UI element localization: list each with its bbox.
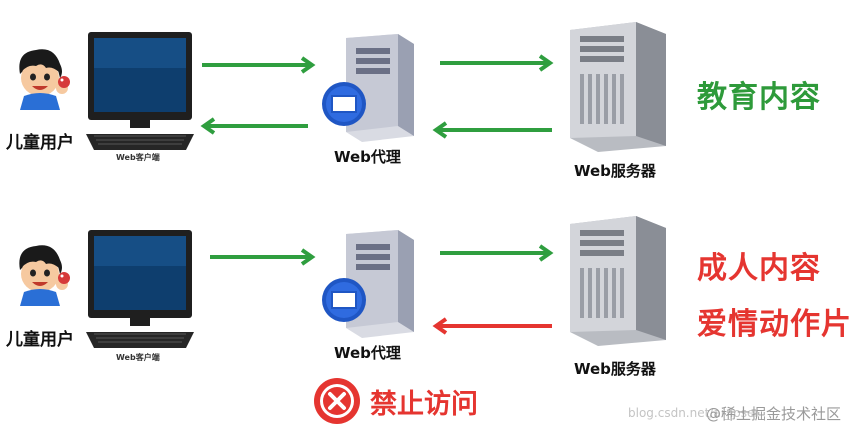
proxy-server-icon [322,230,414,338]
content-line: 教育内容 [697,80,821,115]
blocked-response-arrow [432,317,552,335]
response-arrow-server-to-proxy [432,121,552,139]
user-label: 儿童用户 [6,133,74,153]
request-arrow-proxy-to-server [440,244,554,262]
child-user-icon [19,49,70,110]
request-arrow-client-to-proxy [202,56,316,74]
x-circle-icon [314,378,360,424]
request-arrow-client-to-proxy [210,248,316,266]
client-label: Web客户端 [116,353,160,362]
proxy-label: Web代理 [334,344,401,362]
client-label: Web客户端 [116,153,160,162]
proxy-server-icon [322,34,414,142]
watermark-text: @稀土掘金技术社区 [706,405,842,423]
user-label: 儿童用户 [6,330,74,350]
server-label: Web服务器 [574,360,656,378]
web-server-icon [570,216,666,346]
server-label: Web服务器 [574,162,656,180]
web-server-icon [570,22,666,152]
access-denied-label: 禁止访问 [370,389,478,420]
request-arrow-proxy-to-server [440,54,554,72]
proxy-label: Web代理 [334,148,401,166]
content-line: 爱情动作片 [697,307,852,342]
watermark-back-text: blog.csdn.net/ai_loser [628,406,760,420]
computer-monitor-icon [86,32,194,150]
response-arrow-proxy-to-client [200,117,308,135]
child-user-icon [19,245,70,306]
content-line: 成人内容 [697,251,821,286]
computer-monitor-icon [86,230,194,348]
